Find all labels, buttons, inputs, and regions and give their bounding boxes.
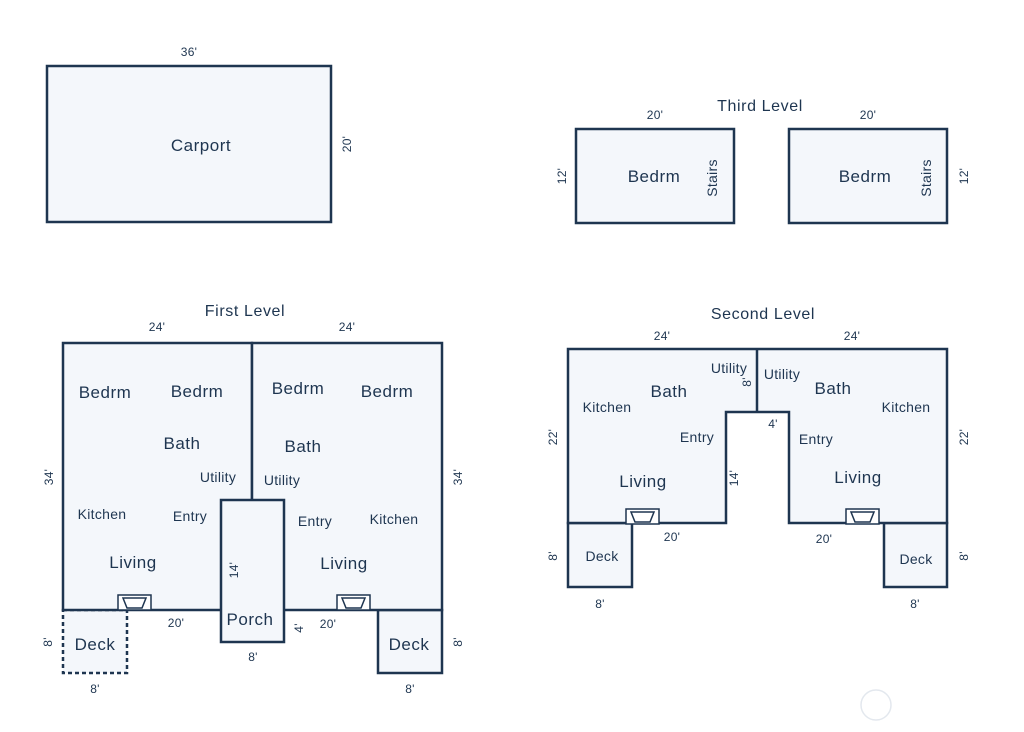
first-deck-right-dim-right: 8' xyxy=(451,637,465,647)
second-right-kitchen-label: Kitchen xyxy=(882,399,931,415)
second-right-dim-right: 22' xyxy=(957,429,971,446)
second-left-dim-bottom: 20' xyxy=(664,530,681,544)
second-deck-right xyxy=(882,521,949,589)
first-deck-left-dim-left: 8' xyxy=(41,637,55,647)
carport-outline xyxy=(45,64,333,224)
first-left-fireplace-icon xyxy=(117,594,152,611)
first-porch-label: Porch xyxy=(227,610,274,629)
second-right-dim-top: 24' xyxy=(844,329,861,343)
first-level-title: First Level xyxy=(205,303,285,320)
second-level-title: Second Level xyxy=(711,306,815,323)
first-right-living-label: Living xyxy=(320,554,367,573)
first-right-dim-top: 24' xyxy=(339,320,356,334)
third-right-dim-right: 12' xyxy=(957,168,971,185)
second-left-dim-utility: 8' xyxy=(740,377,754,387)
second-left-living-label: Living xyxy=(619,472,666,491)
carport: Carport 36' 20' xyxy=(45,45,354,224)
first-left-entry-label: Entry xyxy=(173,508,207,524)
first-left-dim-top: 24' xyxy=(149,320,166,334)
first-left-dim-left: 34' xyxy=(42,469,56,486)
first-left-kitchen-label: Kitchen xyxy=(78,506,127,522)
first-left-dim-bottom: 20' xyxy=(168,616,185,630)
third-left-stairs-label: Stairs xyxy=(704,159,720,197)
second-left-dim-left: 22' xyxy=(546,429,560,446)
second-level: Second Level 24' 22' Utility 8' Bath Kit… xyxy=(546,306,971,611)
first-deck-right-label: Deck xyxy=(389,635,430,654)
second-right-living-label: Living xyxy=(834,468,881,487)
first-right-bedroom-1-label: Bedrm xyxy=(272,379,325,398)
second-deck-left xyxy=(566,521,634,589)
third-level-right-room xyxy=(787,127,949,225)
second-deck-right-dim-right: 8' xyxy=(957,551,971,561)
third-left-bedroom-label: Bedrm xyxy=(628,167,681,186)
third-right-stairs-label: Stairs xyxy=(918,159,934,197)
third-right-dim-top: 20' xyxy=(860,108,877,122)
first-right-fireplace-icon xyxy=(336,594,371,611)
second-left-kitchen-label: Kitchen xyxy=(583,399,632,415)
second-right-bath-label: Bath xyxy=(815,379,852,398)
second-right-dim-bottom: 20' xyxy=(816,532,833,546)
first-deck-right-dim-bottom: 8' xyxy=(405,682,415,696)
watermark-circle-icon xyxy=(860,689,892,721)
first-right-entry-label: Entry xyxy=(298,513,332,529)
first-porch-dim-bottom: 8' xyxy=(248,650,258,664)
first-deck-left-label: Deck xyxy=(75,635,116,654)
carport-dim-top: 36' xyxy=(181,45,198,59)
first-right-dim-right: 34' xyxy=(451,469,465,486)
first-porch-dim-left: 14' xyxy=(227,562,241,579)
carport-dim-right: 20' xyxy=(340,136,354,153)
second-left-dim-top: 24' xyxy=(654,329,671,343)
second-right-entry-label: Entry xyxy=(799,431,833,447)
second-deck-right-dim-bottom: 8' xyxy=(910,597,920,611)
first-right-bedroom-2-label: Bedrm xyxy=(361,382,414,401)
third-left-dim-top: 20' xyxy=(647,108,664,122)
carport-label: Carport xyxy=(171,136,231,155)
second-left-bath-label: Bath xyxy=(651,382,688,401)
second-left-entry-label: Entry xyxy=(680,429,714,445)
second-level-outline xyxy=(566,347,949,525)
second-right-fireplace-icon xyxy=(845,508,880,525)
second-deck-right-label: Deck xyxy=(899,551,933,567)
first-right-kitchen-label: Kitchen xyxy=(370,511,419,527)
first-porch-dim-right: 4' xyxy=(292,623,306,633)
second-deck-left-dim-left: 8' xyxy=(546,551,560,561)
third-level-title: Third Level xyxy=(717,98,803,115)
third-right-bedroom-label: Bedrm xyxy=(839,167,892,186)
first-left-bedroom-2-label: Bedrm xyxy=(171,382,224,401)
first-porch xyxy=(219,498,286,644)
first-deck-left-dim-bottom: 8' xyxy=(90,682,100,696)
second-deck-left-dim-bottom: 8' xyxy=(595,597,605,611)
second-left-utility-label: Utility xyxy=(711,360,747,376)
second-right-utility-label: Utility xyxy=(764,366,800,382)
third-level-left-room xyxy=(574,127,736,225)
first-level: First Level 24' 34' Bedrm Bedrm Bath Uti… xyxy=(41,303,465,696)
third-level: Third Level 20' 12' Bedrm Stairs 20' 12'… xyxy=(555,98,971,225)
third-left-dim-left: 12' xyxy=(555,168,569,185)
first-left-utility-label: Utility xyxy=(200,469,236,485)
first-right-utility-label: Utility xyxy=(264,472,300,488)
second-deck-left-label: Deck xyxy=(585,548,619,564)
first-right-bath-label: Bath xyxy=(285,437,322,456)
first-left-bath-label: Bath xyxy=(164,434,201,453)
first-left-bedroom-1-label: Bedrm xyxy=(79,383,132,402)
first-right-dim-bottom: 20' xyxy=(320,617,337,631)
second-left-fireplace-icon xyxy=(625,508,660,525)
second-left-dim-notch: 14' xyxy=(727,470,741,487)
second-right-dim-notch: 4' xyxy=(768,417,778,431)
first-left-living-label: Living xyxy=(109,553,156,572)
